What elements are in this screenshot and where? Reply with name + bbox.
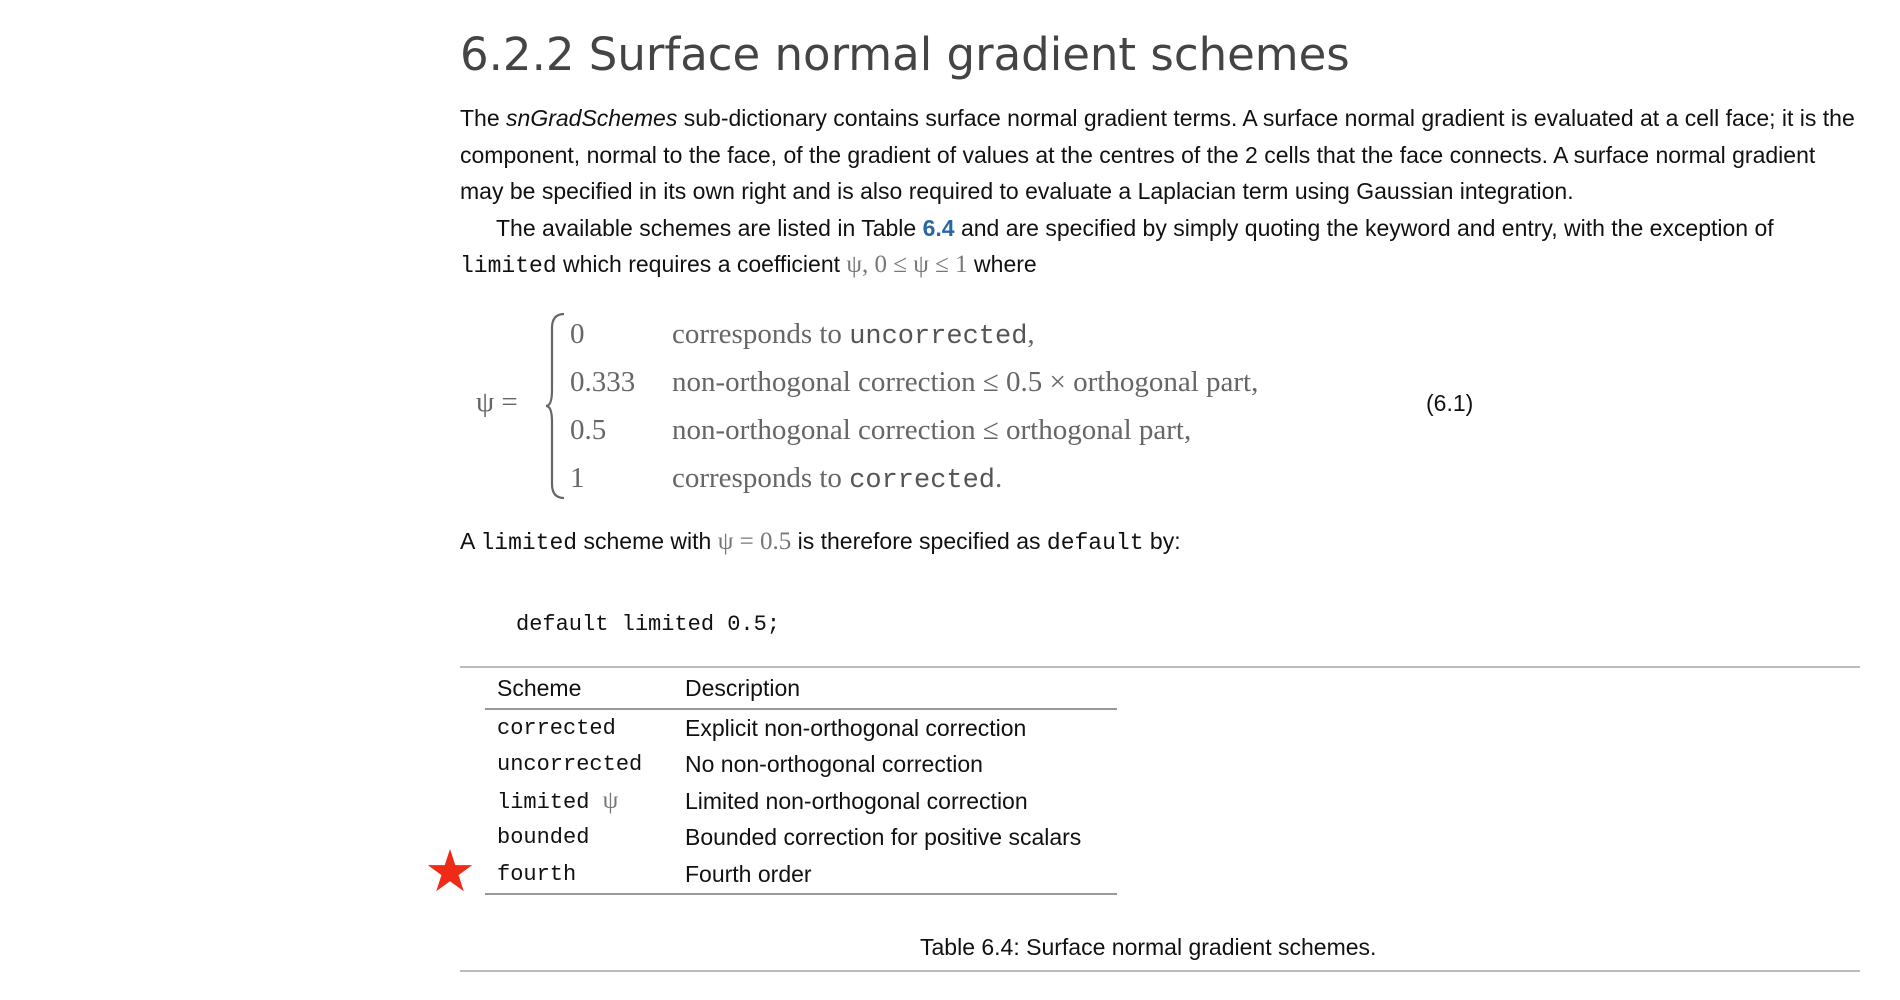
- scheme-cell: corrected: [497, 715, 616, 741]
- scheme-cell: bounded: [497, 825, 590, 851]
- equation-values: 0 0.333 0.5 1: [570, 310, 635, 502]
- table-reference-link[interactable]: 6.4: [922, 214, 955, 241]
- equation-lhs: ψ =: [476, 386, 518, 418]
- red-star-icon: ★: [424, 837, 476, 905]
- column-header-description: Description: [673, 668, 1117, 710]
- paragraph-schemes: The available schemes are listed in Tabl…: [460, 214, 1774, 280]
- term-sngradschemes: snGradSchemes: [506, 105, 678, 131]
- scheme-cell: uncorrected: [497, 752, 643, 778]
- description-cell: Fourth order: [673, 856, 1117, 895]
- scheme-cell: limited ψ: [497, 787, 619, 816]
- table-row: bounded Bounded correction for positive …: [485, 820, 1117, 857]
- equation-block: ψ = 0 0.333 0.5 1 corresponds to uncorre…: [460, 310, 1860, 500]
- section-title: 6.2.2 Surface normal gradient schemes: [460, 28, 1350, 81]
- code-example: default limited 0.5;: [516, 612, 781, 637]
- table-top-rule: [460, 666, 1860, 668]
- case-value: 0.5: [570, 414, 607, 446]
- description-cell: Limited non-orthogonal correction: [685, 787, 1028, 814]
- coefficient-math: ψ, 0 ≤ ψ ≤ 1: [846, 251, 968, 278]
- table-row: corrected Explicit non-orthogonal correc…: [485, 709, 1117, 747]
- psi-symbol: ψ: [602, 787, 619, 815]
- scheme-cell: fourth: [485, 856, 673, 895]
- schemes-table: Scheme Description corrected Explicit no…: [485, 668, 1117, 895]
- table-header-row: Scheme Description: [485, 668, 1117, 710]
- case-value: 1: [570, 462, 585, 494]
- case-description: corresponds to uncorrected,: [672, 318, 1035, 352]
- column-header-scheme: Scheme: [485, 668, 673, 710]
- body-text: The snGradSchemes sub-dictionary contain…: [460, 100, 1860, 285]
- case-description: corresponds to corrected.: [672, 462, 1003, 496]
- case-value: 0: [570, 318, 585, 350]
- keyword-limited: limited: [460, 253, 557, 279]
- paragraph-default: A limited scheme with ψ = 0.5 is therefo…: [460, 528, 1181, 556]
- equation-number: (6.1): [1426, 390, 1474, 416]
- equation-descriptions: corresponds to uncorrected, non-orthogon…: [672, 310, 1258, 502]
- description-cell: Explicit non-orthogonal correction: [685, 714, 1027, 741]
- case-description: non-orthogonal correction ≤ orthogonal p…: [672, 414, 1192, 446]
- paragraph-intro: The snGradSchemes sub-dictionary contain…: [460, 105, 1855, 204]
- description-cell: No non-orthogonal correction: [685, 751, 983, 778]
- description-cell: Bounded correction for positive scalars: [685, 824, 1082, 851]
- table-row: uncorrected No non-orthogonal correction: [485, 747, 1117, 784]
- table-bottom-rule: [460, 970, 1860, 972]
- equation-brace: [545, 312, 565, 500]
- table-row: fourth Fourth order: [485, 856, 1117, 895]
- case-value: 0.333: [570, 366, 636, 398]
- table-row: limited ψ Limited non-orthogonal correct…: [485, 783, 1117, 820]
- case-description: non-orthogonal correction ≤ 0.5 × orthog…: [672, 366, 1259, 398]
- table-caption: Table 6.4: Surface normal gradient schem…: [920, 934, 1377, 960]
